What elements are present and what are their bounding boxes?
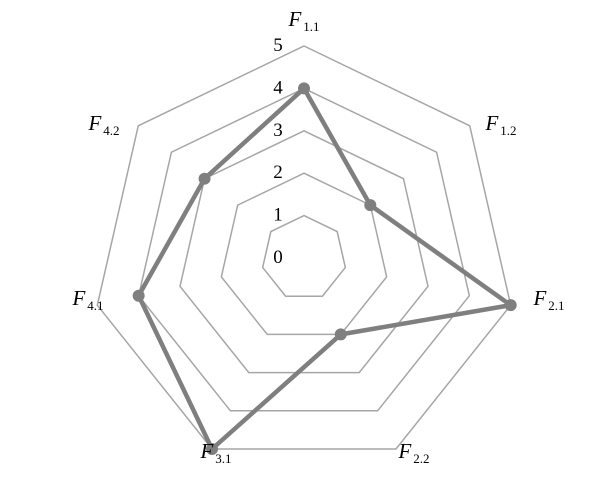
data-point bbox=[206, 443, 219, 456]
grid-ring-4 bbox=[137, 87, 471, 412]
grid-ring-3 bbox=[179, 129, 429, 374]
data-point bbox=[298, 82, 310, 95]
grid-ring-1 bbox=[261, 214, 347, 297]
data-point bbox=[198, 172, 211, 185]
tick-label: 4 bbox=[273, 77, 283, 98]
tick-label: 2 bbox=[273, 162, 283, 183]
data-point bbox=[132, 289, 145, 302]
data-point bbox=[334, 328, 347, 341]
series-line bbox=[136, 86, 513, 452]
radar-grid bbox=[96, 45, 512, 450]
data-point bbox=[364, 199, 377, 212]
tick-label: 5 bbox=[273, 35, 283, 56]
data-point bbox=[504, 299, 517, 312]
grid-ring-2 bbox=[220, 172, 388, 336]
tick-label: 3 bbox=[273, 120, 283, 141]
radial-tick-labels: 0 1 2 3 4 5 bbox=[273, 35, 283, 268]
tick-label: 1 bbox=[273, 205, 283, 226]
radar-series bbox=[132, 82, 517, 456]
tick-label: 0 bbox=[273, 247, 283, 268]
grid-ring-5 bbox=[96, 45, 512, 450]
